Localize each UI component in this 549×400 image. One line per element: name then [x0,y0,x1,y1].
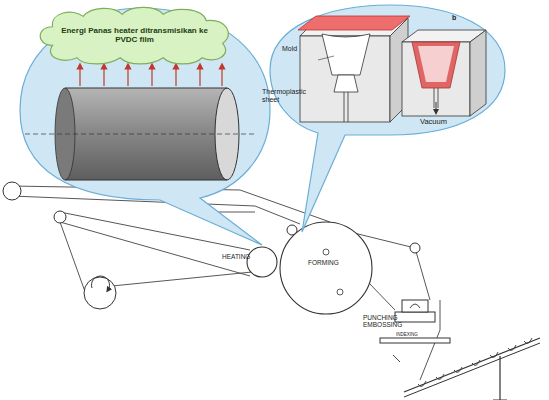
part-label: FORMING [308,259,348,266]
cloud-text: Energi Panas heater ditransmisikan ke PV… [61,26,209,44]
cloud-node: Energi Panas heater ditransmisikan ke PV… [32,4,237,66]
part-label: b [452,14,472,22]
part-label: Mold [282,45,322,53]
part-label: HEATING [222,253,262,260]
cloud-outline [40,7,228,64]
part-label: Vacuum [420,118,470,126]
part-label: INDEXING [396,333,436,338]
part-label: Thermoplastic sheet [262,88,320,103]
part-label: PUNCHING EMBOSSING [363,314,409,328]
